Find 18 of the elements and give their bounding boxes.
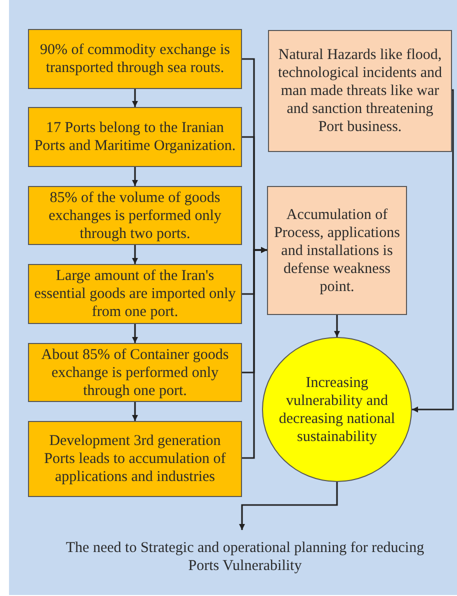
fact-box: About 85% of Container goods exchange is performed only through one port. bbox=[28, 343, 242, 402]
risk-box: Natural Hazards like flood, technological incidents and man made threats like war and sanction threatening Port business. bbox=[268, 30, 452, 152]
fact-box: 90% of commodity exchange is transported through sea routs. bbox=[28, 29, 242, 89]
fact-box: Development 3rd generation Ports leads to accumulation of applications and industries bbox=[28, 421, 242, 497]
arrow bbox=[132, 402, 138, 421]
arrow bbox=[334, 315, 340, 337]
arrow bbox=[132, 245, 138, 264]
fact-box: Large amount of the Iran's essential goods are imported only from one port. bbox=[28, 264, 242, 324]
arrow bbox=[132, 324, 138, 343]
risk-box: Accumulation of Process, applications and installations is defense weakness point. bbox=[267, 186, 407, 315]
arrow bbox=[132, 167, 138, 186]
conclusion-text: The need to Strategic and operational planning for reducing Ports Vulnerability bbox=[60, 536, 430, 578]
fact-box: 17 Ports belong to the Iranian Ports and Maritime Organization. bbox=[28, 107, 242, 167]
arrow bbox=[239, 482, 338, 530]
fact-box: 85% of the volume of goods exchanges is performed only through two ports. bbox=[28, 186, 242, 245]
arrow bbox=[412, 89, 454, 412]
arrow bbox=[242, 247, 267, 459]
arrow bbox=[132, 89, 138, 107]
